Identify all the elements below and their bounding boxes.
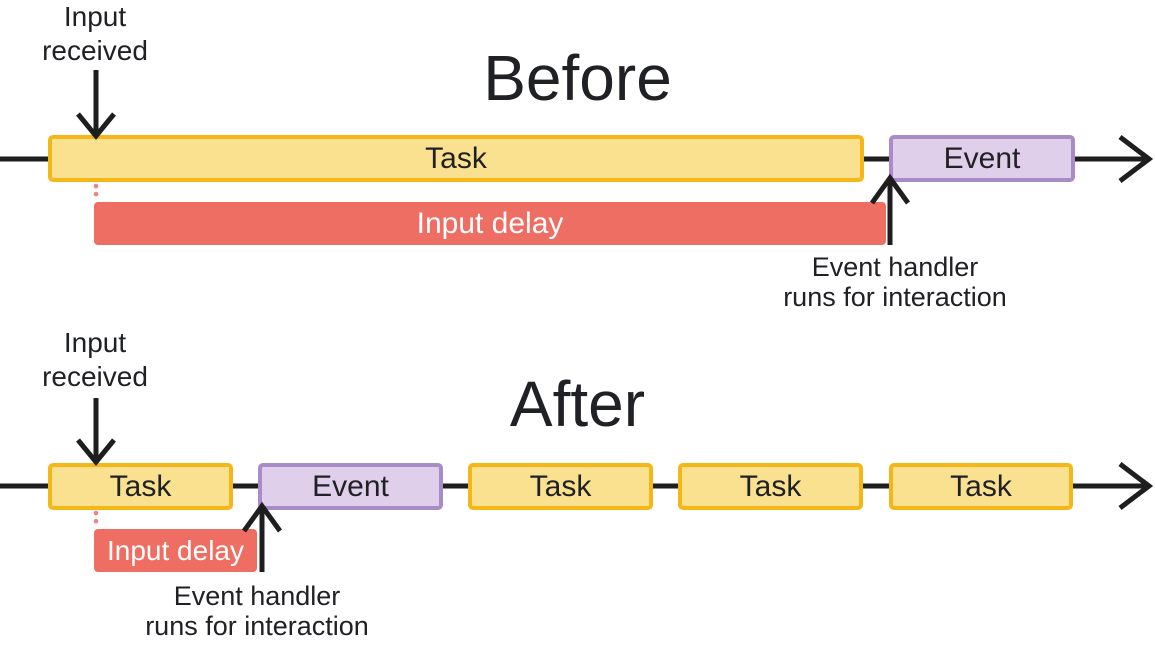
after-input-arrow-icon [76,398,116,466]
before-task-bar: Task [48,135,864,182]
before-input-received-line1: Input [63,1,127,32]
before-input-delay-bar: Input delay [94,202,886,245]
after-task-bar-3: Task [678,463,863,510]
after-event-handler-arrow-icon [241,501,283,572]
after-task-bar-2: Task [468,463,653,510]
before-event-handler-note: Event handler runs for interaction [745,252,1045,312]
before-event-label: Event [943,141,1021,175]
before-input-delay-label: Input delay [416,206,564,240]
before-event-handler-line2: runs for interaction [783,282,1007,312]
after-event-handler-line2: runs for interaction [145,611,369,641]
after-event-handler-note: Event handler runs for interaction [107,581,407,641]
after-event-label: Event [312,469,389,503]
before-event-handler-arrow-icon [869,173,911,245]
before-input-received-line2: received [42,35,148,66]
before-event-bar: Event [889,135,1075,182]
after-task-2-label: Task [529,469,592,503]
after-input-received-line2: received [42,361,148,392]
before-title: Before [483,42,672,114]
before-input-arrow-icon [76,70,116,140]
after-task-bar-4: Task [889,463,1073,510]
after-input-received-label: Input received [15,326,175,394]
before-event-handler-line1: Event handler [811,252,979,282]
after-timeline-arrowhead-icon [1118,462,1154,510]
after-input-received-line1: Input [63,327,127,358]
after-task-1-label: Task [109,469,172,503]
after-input-delay-bar: Input delay [94,529,257,572]
after-title: After [509,368,646,440]
after-task-3-label: Task [739,469,802,503]
after-input-delay-label: Input delay [107,534,244,566]
before-task-label: Task [425,141,487,175]
before-timeline-arrowhead-icon [1118,135,1154,183]
before-input-received-label: Input received [15,0,175,68]
after-task-4-label: Task [950,469,1012,503]
after-task-bar-1: Task [48,463,233,510]
after-event-bar: Event [258,463,443,510]
after-event-handler-line1: Event handler [173,581,341,611]
